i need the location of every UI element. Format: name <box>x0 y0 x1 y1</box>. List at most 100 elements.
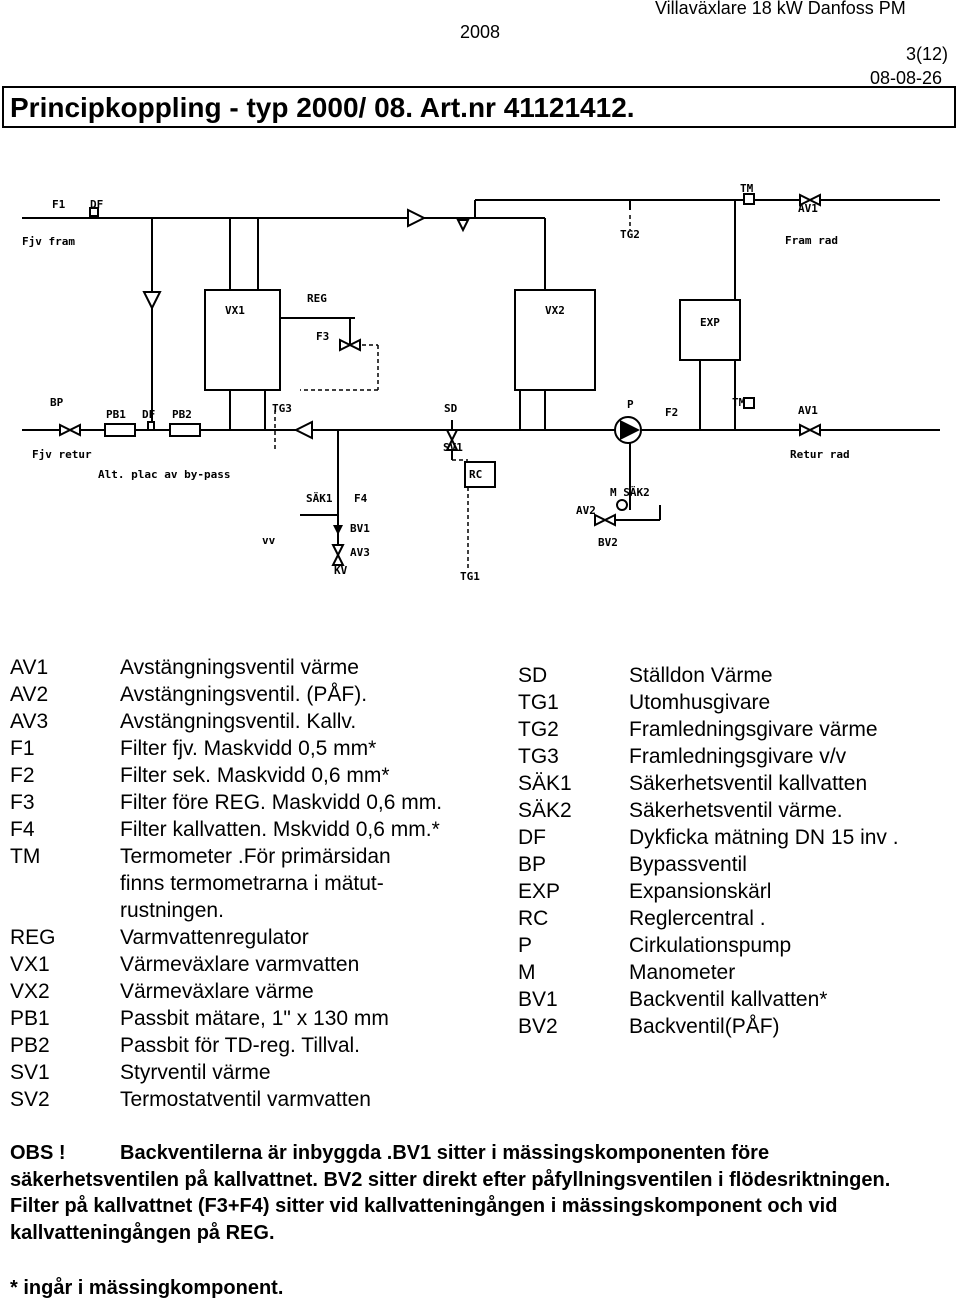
label-pb2: PB2 <box>172 408 192 421</box>
note-obs: OBS ! <box>10 1142 66 1164</box>
legend-row: F3 Filter före REG. Maskvidd 0,6 mm. <box>10 789 490 816</box>
footnote: * ingår i mässingkomponent. <box>10 1277 284 1299</box>
header-date: 08-08-26 <box>870 68 943 88</box>
label-av2: AV2 <box>576 504 596 517</box>
legend-code: TG2 <box>518 718 559 741</box>
legend-code: DF <box>518 826 546 849</box>
legend-desc: Bypassventil <box>629 853 747 876</box>
legend-desc: Backventil kallvatten* <box>629 988 828 1011</box>
legend-code: TG3 <box>518 745 559 768</box>
legend-code: F3 <box>10 791 35 814</box>
legend-desc: Filter före REG. Maskvidd 0,6 mm. <box>120 791 443 814</box>
label-alt-plac: Alt. plac av by-pass <box>98 468 230 481</box>
page-title: Principkoppling - typ 2000/ 08. Art.nr 4… <box>10 92 635 123</box>
label-sv1: SV1 <box>443 441 463 454</box>
label-av1-top: AV1 <box>798 202 818 215</box>
legend-desc: Passbit mätare, 1" x 130 mm <box>120 1007 389 1030</box>
legend-code: SÄK2 <box>518 799 572 822</box>
label-fjv-fram: Fjv fram <box>22 235 75 248</box>
legend-desc: Utomhusgivare <box>629 691 771 714</box>
label-av3: AV3 <box>350 546 370 559</box>
legend-desc: Avstängningsventil värme <box>120 656 359 679</box>
legend-row: BV2 Backventil(PÅF) <box>518 1013 958 1040</box>
label-f2: F2 <box>665 406 678 419</box>
legend-code: VX1 <box>10 953 50 976</box>
legend-code: AV1 <box>10 656 49 679</box>
legend-row: F1 Filter fjv. Maskvidd 0,5 mm* <box>10 735 490 762</box>
legend-row: BP Bypassventil <box>518 851 958 878</box>
label-av1-bottom: AV1 <box>798 404 818 417</box>
header-product: Villaväxlare 18 kW Danfoss PM <box>655 0 906 18</box>
label-f3: F3 <box>316 330 329 343</box>
legend-desc: Värmeväxlare värme <box>120 980 314 1003</box>
label-df-top: DF <box>90 198 103 211</box>
legend-code: BV2 <box>518 1015 558 1038</box>
label-vx2: VX2 <box>545 304 565 317</box>
legend-desc: Filter fjv. Maskvidd 0,5 mm* <box>120 737 377 760</box>
legend-row: VX1 Värmeväxlare varmvatten <box>10 951 490 978</box>
label-df-mid: DF <box>142 408 155 421</box>
legend-code: VX2 <box>10 980 50 1003</box>
label-vv: vv <box>262 534 276 547</box>
label-fram-rad: Fram rad <box>785 234 838 247</box>
legend-desc: Värmeväxlare varmvatten <box>120 953 360 976</box>
legend-code: SV1 <box>10 1061 50 1084</box>
note-text: Backventilerna är inbyggda .BV1 sitter i… <box>10 1142 891 1244</box>
label-tm-right: TM <box>732 396 746 409</box>
label-pb1: PB1 <box>106 408 126 421</box>
legend-desc: Manometer <box>629 961 736 984</box>
legend-desc: Varmvattenregulator <box>120 926 309 949</box>
legend-desc: Filter kallvatten. Mskvidd 0,6 mm.* <box>120 818 440 841</box>
label-tg2: TG2 <box>620 228 640 241</box>
label-tg3: TG3 <box>272 402 292 415</box>
label-bv2: BV2 <box>598 536 618 549</box>
legend-code: PB1 <box>10 1007 50 1030</box>
label-kv: KV <box>334 564 348 577</box>
legend-desc: Avstängningsventil. (PÅF). <box>120 683 368 706</box>
title-box <box>2 86 956 128</box>
legend-row: F4 Filter kallvatten. Mskvidd 0,6 mm.* <box>10 816 490 843</box>
label-p: P <box>627 398 634 411</box>
legend-desc: Framledningsgivare värme <box>629 718 878 741</box>
label-exp: EXP <box>700 316 720 329</box>
legend-code: EXP <box>518 880 561 903</box>
legend-row: M Manometer <box>518 959 958 986</box>
legend-row: TG2 Framledningsgivare värme <box>518 716 958 743</box>
label-sd: SD <box>444 402 458 415</box>
legend-code: PB2 <box>10 1034 50 1057</box>
label-tg1: TG1 <box>460 570 480 583</box>
legend-desc: Filter sek. Maskvidd 0,6 mm* <box>120 764 390 787</box>
label-retur-rad: Retur rad <box>790 448 850 461</box>
label-f4: F4 <box>354 492 368 505</box>
legend-code: P <box>518 934 533 957</box>
legend-code: TG1 <box>518 691 559 714</box>
label-tm-top: TM <box>740 182 754 195</box>
label-f1: F1 <box>52 198 66 211</box>
legend-code: M <box>518 961 536 984</box>
legend-code: AV3 <box>10 710 49 733</box>
header-year: 2008 <box>460 22 501 42</box>
label-m-sak2: M SÄK2 <box>610 485 650 499</box>
schematic-diagram: F1 DF Fjv fram TM AV1 Fram rad TG2 VX1 R… <box>22 182 940 583</box>
legend-row: SÄK2 Säkerhetsventil värme. <box>518 797 958 824</box>
legend-code: BP <box>518 853 547 876</box>
legend-desc: Expansionskärl <box>629 880 772 903</box>
legend-code: F4 <box>10 818 35 841</box>
legend-desc: Backventil(PÅF) <box>629 1015 780 1038</box>
note: OBS !Backventilerna är inbyggda .BV1 sit… <box>10 1140 930 1246</box>
legend-desc: Säkerhetsventil värme. <box>629 799 843 822</box>
legend-desc: Reglercentral . <box>629 907 766 930</box>
legend-code: F1 <box>10 737 35 760</box>
legend-row: EXP Expansionskärl <box>518 878 958 905</box>
